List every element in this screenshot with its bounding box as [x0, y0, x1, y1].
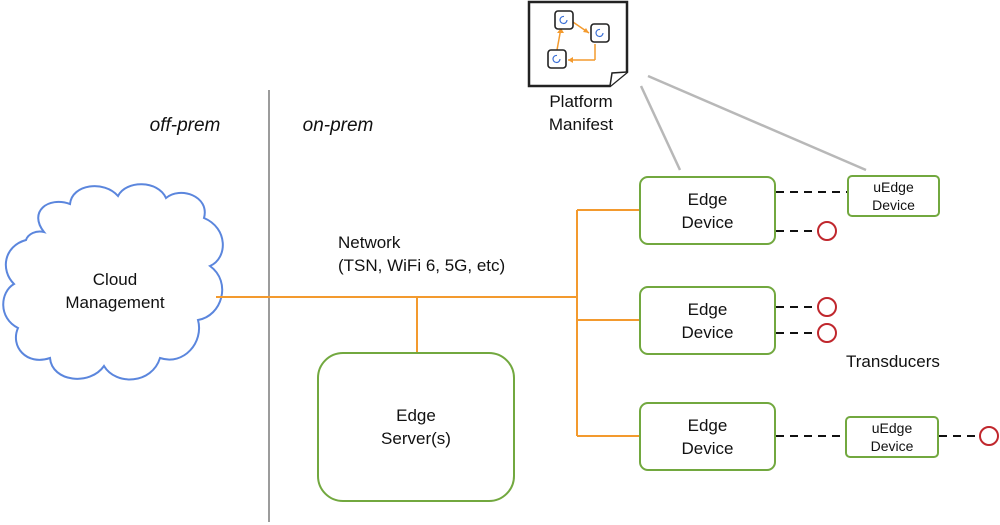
- edge-device-box: Edge Device: [639, 402, 776, 471]
- refresh-icon: [595, 28, 604, 37]
- platform-manifest-line1: Platform: [549, 92, 613, 111]
- edge-device-line1: Edge: [687, 299, 728, 319]
- transducer-icon: [817, 323, 837, 343]
- transducers: [817, 221, 999, 446]
- network-label: Network (TSN, WiFi 6, 5G, etc): [338, 231, 505, 277]
- transducer-icon: [817, 297, 837, 317]
- cloud-label-line2: Management: [65, 293, 165, 312]
- transducer-icon: [979, 426, 999, 446]
- manifest-links: [639, 74, 867, 172]
- transducer-icon: [817, 221, 837, 241]
- edge-device-line1: Edge: [687, 415, 728, 435]
- uedge-device-line2: Device: [870, 438, 914, 454]
- edge-device-line2: Device: [681, 212, 734, 232]
- off-prem-label: off-prem: [149, 115, 221, 136]
- on-prem-label: on-prem: [302, 115, 374, 136]
- edge-server-box: Edge Server(s): [317, 352, 515, 502]
- uedge-device-line2: Device: [872, 197, 915, 213]
- edge-server-line1: Edge: [396, 406, 436, 425]
- edge-device-line1: Edge: [687, 189, 728, 209]
- cloud-management-label: Cloud Management: [45, 268, 185, 314]
- platform-manifest-label: Platform Manifest: [531, 90, 631, 136]
- cloud-icon: [2, 183, 224, 381]
- platform-manifest-line2: Manifest: [548, 115, 614, 134]
- edge-device-line2: Device: [681, 322, 734, 342]
- uedge-device-box: uEdge Device: [847, 175, 940, 217]
- edge-device-line2: Device: [681, 438, 734, 458]
- network-label-line2: (TSN, WiFi 6, 5G, etc): [338, 256, 506, 275]
- uedge-device-line1: uEdge: [871, 420, 913, 436]
- edge-device-box: Edge Device: [639, 286, 776, 355]
- edge-device-box: Edge Device: [639, 176, 776, 245]
- dashed-connectors: [776, 191, 980, 437]
- network-label-line1: Network: [338, 233, 401, 252]
- transducers-label: Transducers: [846, 352, 940, 371]
- uedge-device-box: uEdge Device: [845, 416, 939, 458]
- refresh-icon: [552, 54, 561, 63]
- refresh-icon: [559, 15, 568, 24]
- cloud-label-line1: Cloud: [92, 270, 138, 289]
- edge-server-line2: Server(s): [381, 429, 451, 448]
- document-icon: [527, 0, 629, 88]
- network-lines: [216, 209, 640, 437]
- uedge-device-line1: uEdge: [873, 179, 914, 195]
